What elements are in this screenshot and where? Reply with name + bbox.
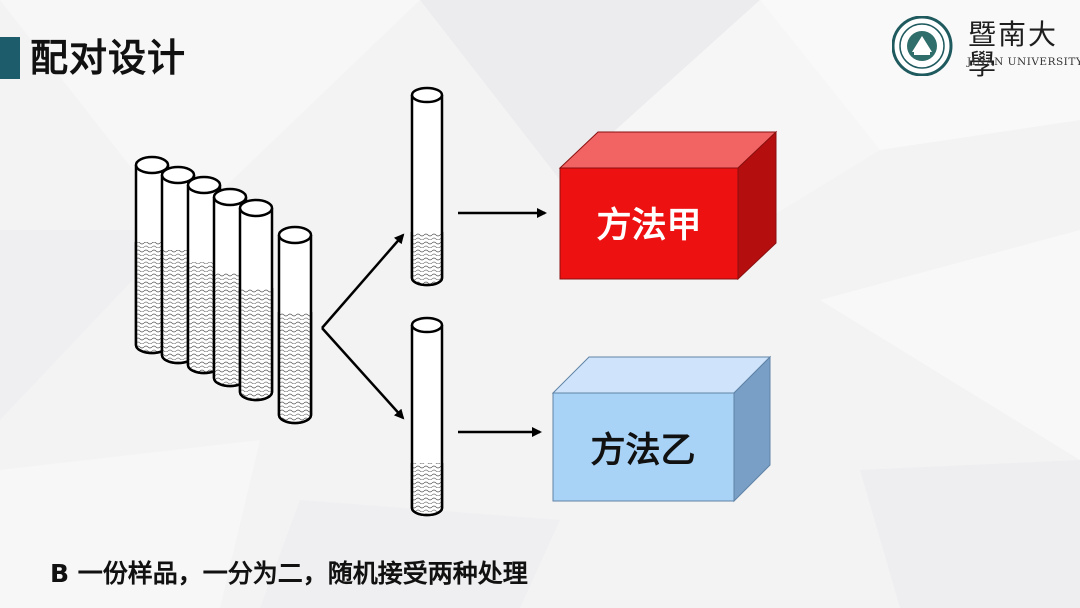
method-a-box (558, 130, 778, 281)
split-arrow-down (321, 327, 405, 420)
method-b-box (551, 355, 772, 503)
sample-tube-1 (134, 155, 170, 355)
method-b-label: 方法乙 (590, 431, 695, 471)
sample-tube-6 (277, 225, 313, 425)
university-logo (892, 16, 953, 76)
university-name-cn: 暨南大學 (968, 18, 1059, 81)
university-name-en: JINAN UNIVERSITY (967, 56, 1080, 68)
split-tube-bottom (410, 316, 444, 517)
university-seal-icon (892, 16, 953, 76)
split-tube-top (410, 86, 444, 287)
title-accent-bar (0, 37, 20, 79)
sample-tube-group (134, 155, 313, 425)
split-arrow-up (321, 233, 405, 329)
slide-title: 配对设计 (30, 36, 187, 80)
sample-tube-3 (186, 175, 222, 375)
method-a-label: 方法甲 (596, 206, 701, 246)
sample-tube-5 (238, 198, 274, 402)
slide-caption: B 一份样品，一分为二，随机接受两种处理 (50, 559, 528, 588)
sample-tube-4 (212, 187, 248, 388)
